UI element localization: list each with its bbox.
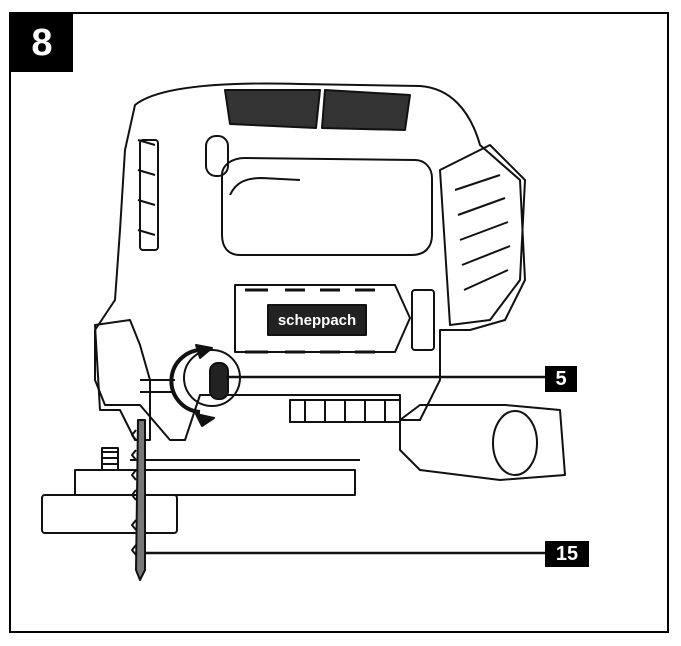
saw-blade <box>135 419 146 581</box>
callout-15: 15 <box>545 541 589 567</box>
base-shoe <box>41 494 178 534</box>
brand-label: scheppach <box>278 312 356 329</box>
base-plate <box>74 469 356 496</box>
figure-number-badge: 8 <box>11 14 73 72</box>
dust-port <box>399 404 566 481</box>
battery-pack <box>439 144 526 326</box>
callout-5: 5 <box>545 366 577 392</box>
jigsaw-body-outline <box>94 82 526 441</box>
label-plate <box>234 284 411 353</box>
handle-opening <box>221 157 433 256</box>
